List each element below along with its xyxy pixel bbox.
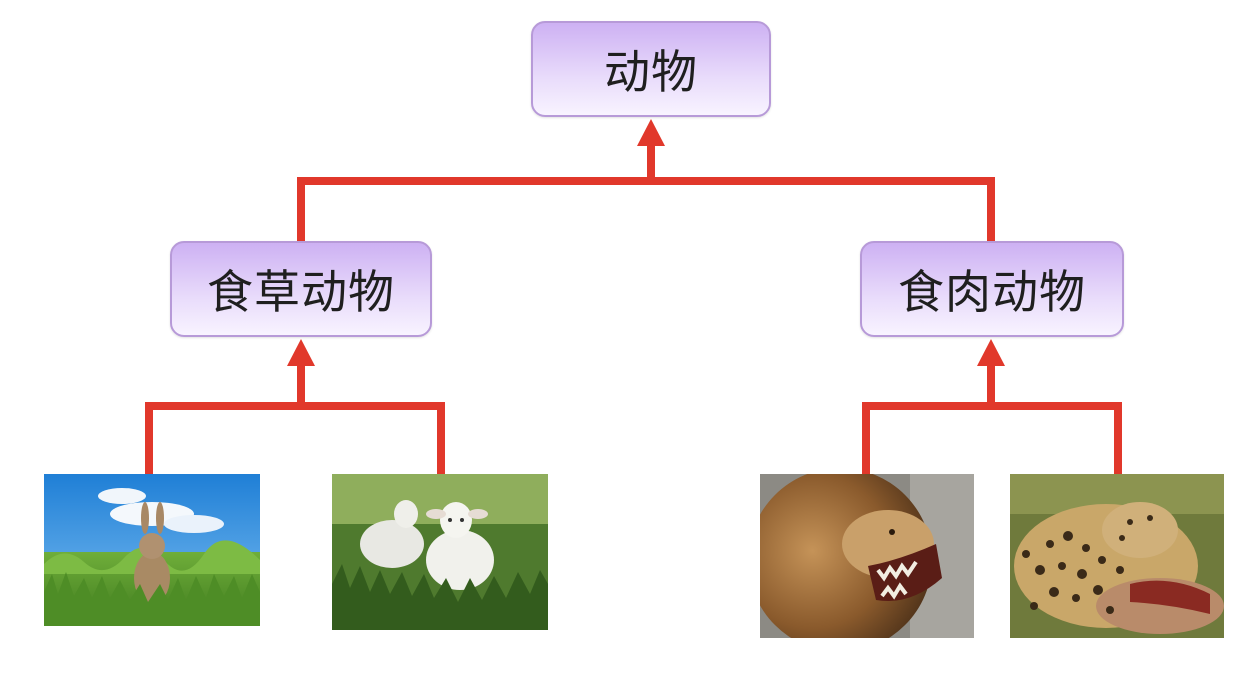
arrowhead-carnivore [977, 339, 1005, 366]
rabbit-photo [44, 474, 260, 626]
node-herbivore: 食草动物 [170, 241, 432, 337]
connector-rabbit-to-herbivore [145, 362, 305, 474]
connector-leopard-to-carnivore [991, 402, 1122, 474]
node-carnivore: 食肉动物 [860, 241, 1124, 337]
connector-lion-to-carnivore [862, 362, 995, 474]
node-carnivore-label: 食肉动物 [898, 265, 1086, 319]
node-animal-label: 动物 [604, 45, 698, 99]
node-animal: 动物 [531, 21, 771, 117]
node-herbivore-label: 食草动物 [207, 265, 395, 319]
lion-photo [760, 474, 974, 638]
arrowhead-herbivore [287, 339, 315, 366]
connector-herbivore-to-root [297, 142, 655, 241]
leopard-photo [1010, 474, 1224, 638]
arrowhead-root [637, 119, 665, 146]
connector-carnivore-to-root [651, 177, 995, 241]
lamb-photo [332, 474, 548, 630]
connector-lamb-to-herbivore [301, 402, 445, 474]
